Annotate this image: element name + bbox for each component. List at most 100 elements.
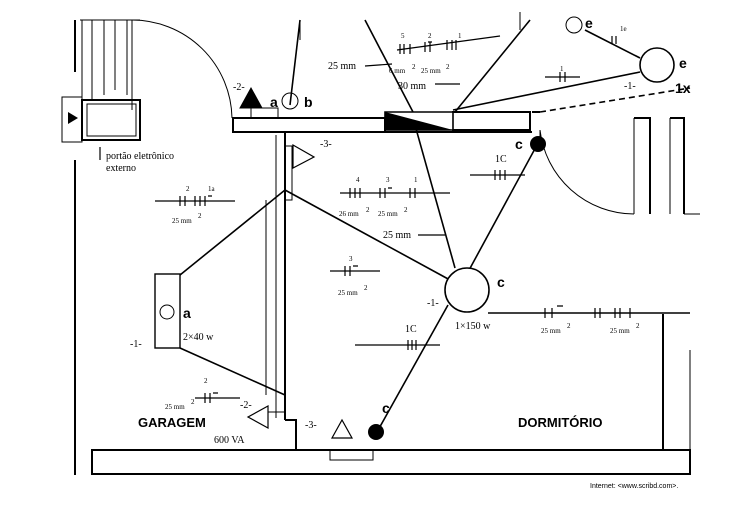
gate-block bbox=[81, 99, 141, 141]
switch-e-top-icon bbox=[565, 16, 583, 34]
point-1x: 1x bbox=[675, 80, 691, 96]
wiring bbox=[179, 19, 691, 433]
wire-top-to-e bbox=[452, 71, 641, 111]
cond-num-top-1: 1 bbox=[458, 32, 462, 40]
wire-top-right bbox=[454, 19, 531, 113]
outlet-3-top-box bbox=[285, 145, 293, 201]
external-light-e bbox=[639, 47, 675, 83]
portao-label-2: externo bbox=[106, 163, 136, 174]
wire-garagem-down bbox=[179, 347, 286, 396]
gate-block-inner bbox=[86, 103, 137, 137]
dorm-1c-bottom-ticks bbox=[407, 340, 417, 350]
circuit-tag-1-left: -1- bbox=[130, 339, 142, 350]
cond-num-gar-1a: 1a bbox=[208, 185, 216, 193]
dorm-door-arc bbox=[539, 129, 635, 215]
mm2-dorm-3-sup: 2 bbox=[364, 284, 368, 292]
top-conductor-2 bbox=[424, 41, 432, 52]
circuit-tag-2-bottom: -2- bbox=[240, 400, 252, 411]
right-wall-a bbox=[634, 117, 651, 214]
tomada-600va-icon bbox=[246, 404, 269, 430]
dorm-ceiling-light bbox=[444, 267, 490, 313]
mm2-dorm-25-sup: 2 bbox=[404, 206, 408, 214]
conductor-symbols bbox=[99, 35, 631, 403]
portao-motor-icon bbox=[68, 112, 78, 124]
cond-num-dorm-1c-bottom: 1C bbox=[405, 324, 417, 335]
top-wall-mid bbox=[452, 111, 531, 131]
quadro-distribuicao-fill bbox=[385, 112, 453, 130]
dorm-conductor-ticks bbox=[349, 187, 416, 198]
garagem-lamp-power: 2×40 w bbox=[183, 332, 214, 343]
outlet-3-bottom-box bbox=[329, 450, 374, 461]
leader-25mm-top bbox=[364, 63, 393, 67]
outlet-3-bottom-icon bbox=[330, 418, 354, 439]
point-c-bottom: c bbox=[382, 400, 390, 416]
mm2-top-6-sup: 2 bbox=[412, 63, 416, 71]
cond-num-dorm-1: 1 bbox=[414, 176, 418, 184]
section-30mm: 30 mm bbox=[398, 81, 426, 92]
portao-motor-box bbox=[61, 96, 83, 143]
point-b-top: b bbox=[304, 94, 313, 110]
dorm-right-conductor-ticks bbox=[544, 305, 631, 318]
mm2-dorm-25: 25 mm bbox=[378, 210, 398, 218]
switch-c-top-right-icon bbox=[530, 136, 546, 152]
mm2-garagem-bottom-sup: 2 bbox=[191, 398, 195, 406]
cond-num-dorm-3: 3 bbox=[386, 176, 390, 184]
cond-num-top-2: 2 bbox=[428, 32, 432, 40]
cond-num-dorm-3b: 3 bbox=[349, 255, 353, 263]
room-dormitorio: DORMITÓRIO bbox=[518, 415, 603, 430]
mm2-garagem: 25 mm bbox=[172, 217, 192, 225]
top-conductor-1 bbox=[446, 40, 457, 50]
mm2-right-a: 25 mm bbox=[541, 327, 561, 335]
section-25mm-top: 25 mm bbox=[328, 61, 356, 72]
point-e-right: e bbox=[679, 55, 687, 71]
cond-num-dorm-4: 4 bbox=[356, 176, 360, 184]
room-garagem: GARAGEM bbox=[138, 415, 206, 430]
point-c-top-right: c bbox=[515, 136, 523, 152]
top-conductor-5 bbox=[399, 44, 411, 54]
mm2-dorm-26-sup: 2 bbox=[366, 206, 370, 214]
right-wall-b bbox=[670, 117, 685, 214]
point-a-garagem: a bbox=[183, 305, 191, 321]
mm2-top-25-sup: 2 bbox=[446, 63, 450, 71]
circuit-tag-1-dorm: -1- bbox=[427, 298, 439, 309]
bottom-wall bbox=[91, 449, 691, 475]
section-25mm-dorm: 25 mm bbox=[383, 230, 411, 241]
dorm-wall-stub bbox=[285, 419, 297, 450]
labels: portão eletrônico externo GARAGEM DORMIT… bbox=[106, 15, 691, 490]
mm2-top-6: 6 mm bbox=[389, 67, 406, 75]
top-conductor-line bbox=[396, 35, 501, 51]
cond-num-top-right-1: 1 bbox=[560, 65, 564, 73]
wire-top-left bbox=[364, 19, 414, 113]
mm2-garagem-sup: 2 bbox=[198, 212, 202, 220]
wire-c-topright bbox=[467, 144, 538, 273]
circuit-tag-1-top: -1- bbox=[624, 81, 636, 92]
garagem-conductor-ticks bbox=[179, 195, 212, 206]
mm2-garagem-bottom: 25 mm bbox=[165, 403, 185, 411]
mm2-top-25: 25 mm bbox=[421, 67, 441, 75]
cond-num-dorm-1c: 1C bbox=[495, 154, 507, 165]
portao-label-1: portão eletrônico bbox=[106, 151, 174, 162]
switch-b-top-icon bbox=[281, 92, 299, 110]
cond-num-gar-2: 2 bbox=[186, 185, 190, 193]
wire-ab-up bbox=[289, 19, 301, 106]
tomada-power: 600 VA bbox=[214, 435, 245, 446]
garagem-light-fixture bbox=[154, 273, 181, 349]
cond-num-top-5: 5 bbox=[401, 32, 405, 40]
garage-door-arc bbox=[131, 19, 233, 119]
switch-c-bottom-icon bbox=[368, 424, 384, 440]
wire-c-bottom bbox=[376, 304, 449, 433]
top-1e-conductor bbox=[611, 36, 617, 44]
circuit-tag-3-bottom: -3- bbox=[305, 420, 317, 431]
mm2-right-b: 25 mm bbox=[610, 327, 630, 335]
wire-garagem-up bbox=[179, 189, 286, 276]
dorm-lamp-power: 1×150 w bbox=[455, 321, 491, 332]
circuit-tag-3-top: -3- bbox=[320, 139, 332, 150]
garagem-bottom-conductor-ticks bbox=[204, 392, 218, 403]
dorm-conductor-3-ticks bbox=[344, 265, 358, 276]
mm2-right-b-sup: 2 bbox=[636, 322, 640, 330]
top-wall-left bbox=[232, 117, 386, 133]
mm2-right-a-sup: 2 bbox=[567, 322, 571, 330]
credit: Internet: <www.scribd.com>. bbox=[590, 483, 678, 490]
